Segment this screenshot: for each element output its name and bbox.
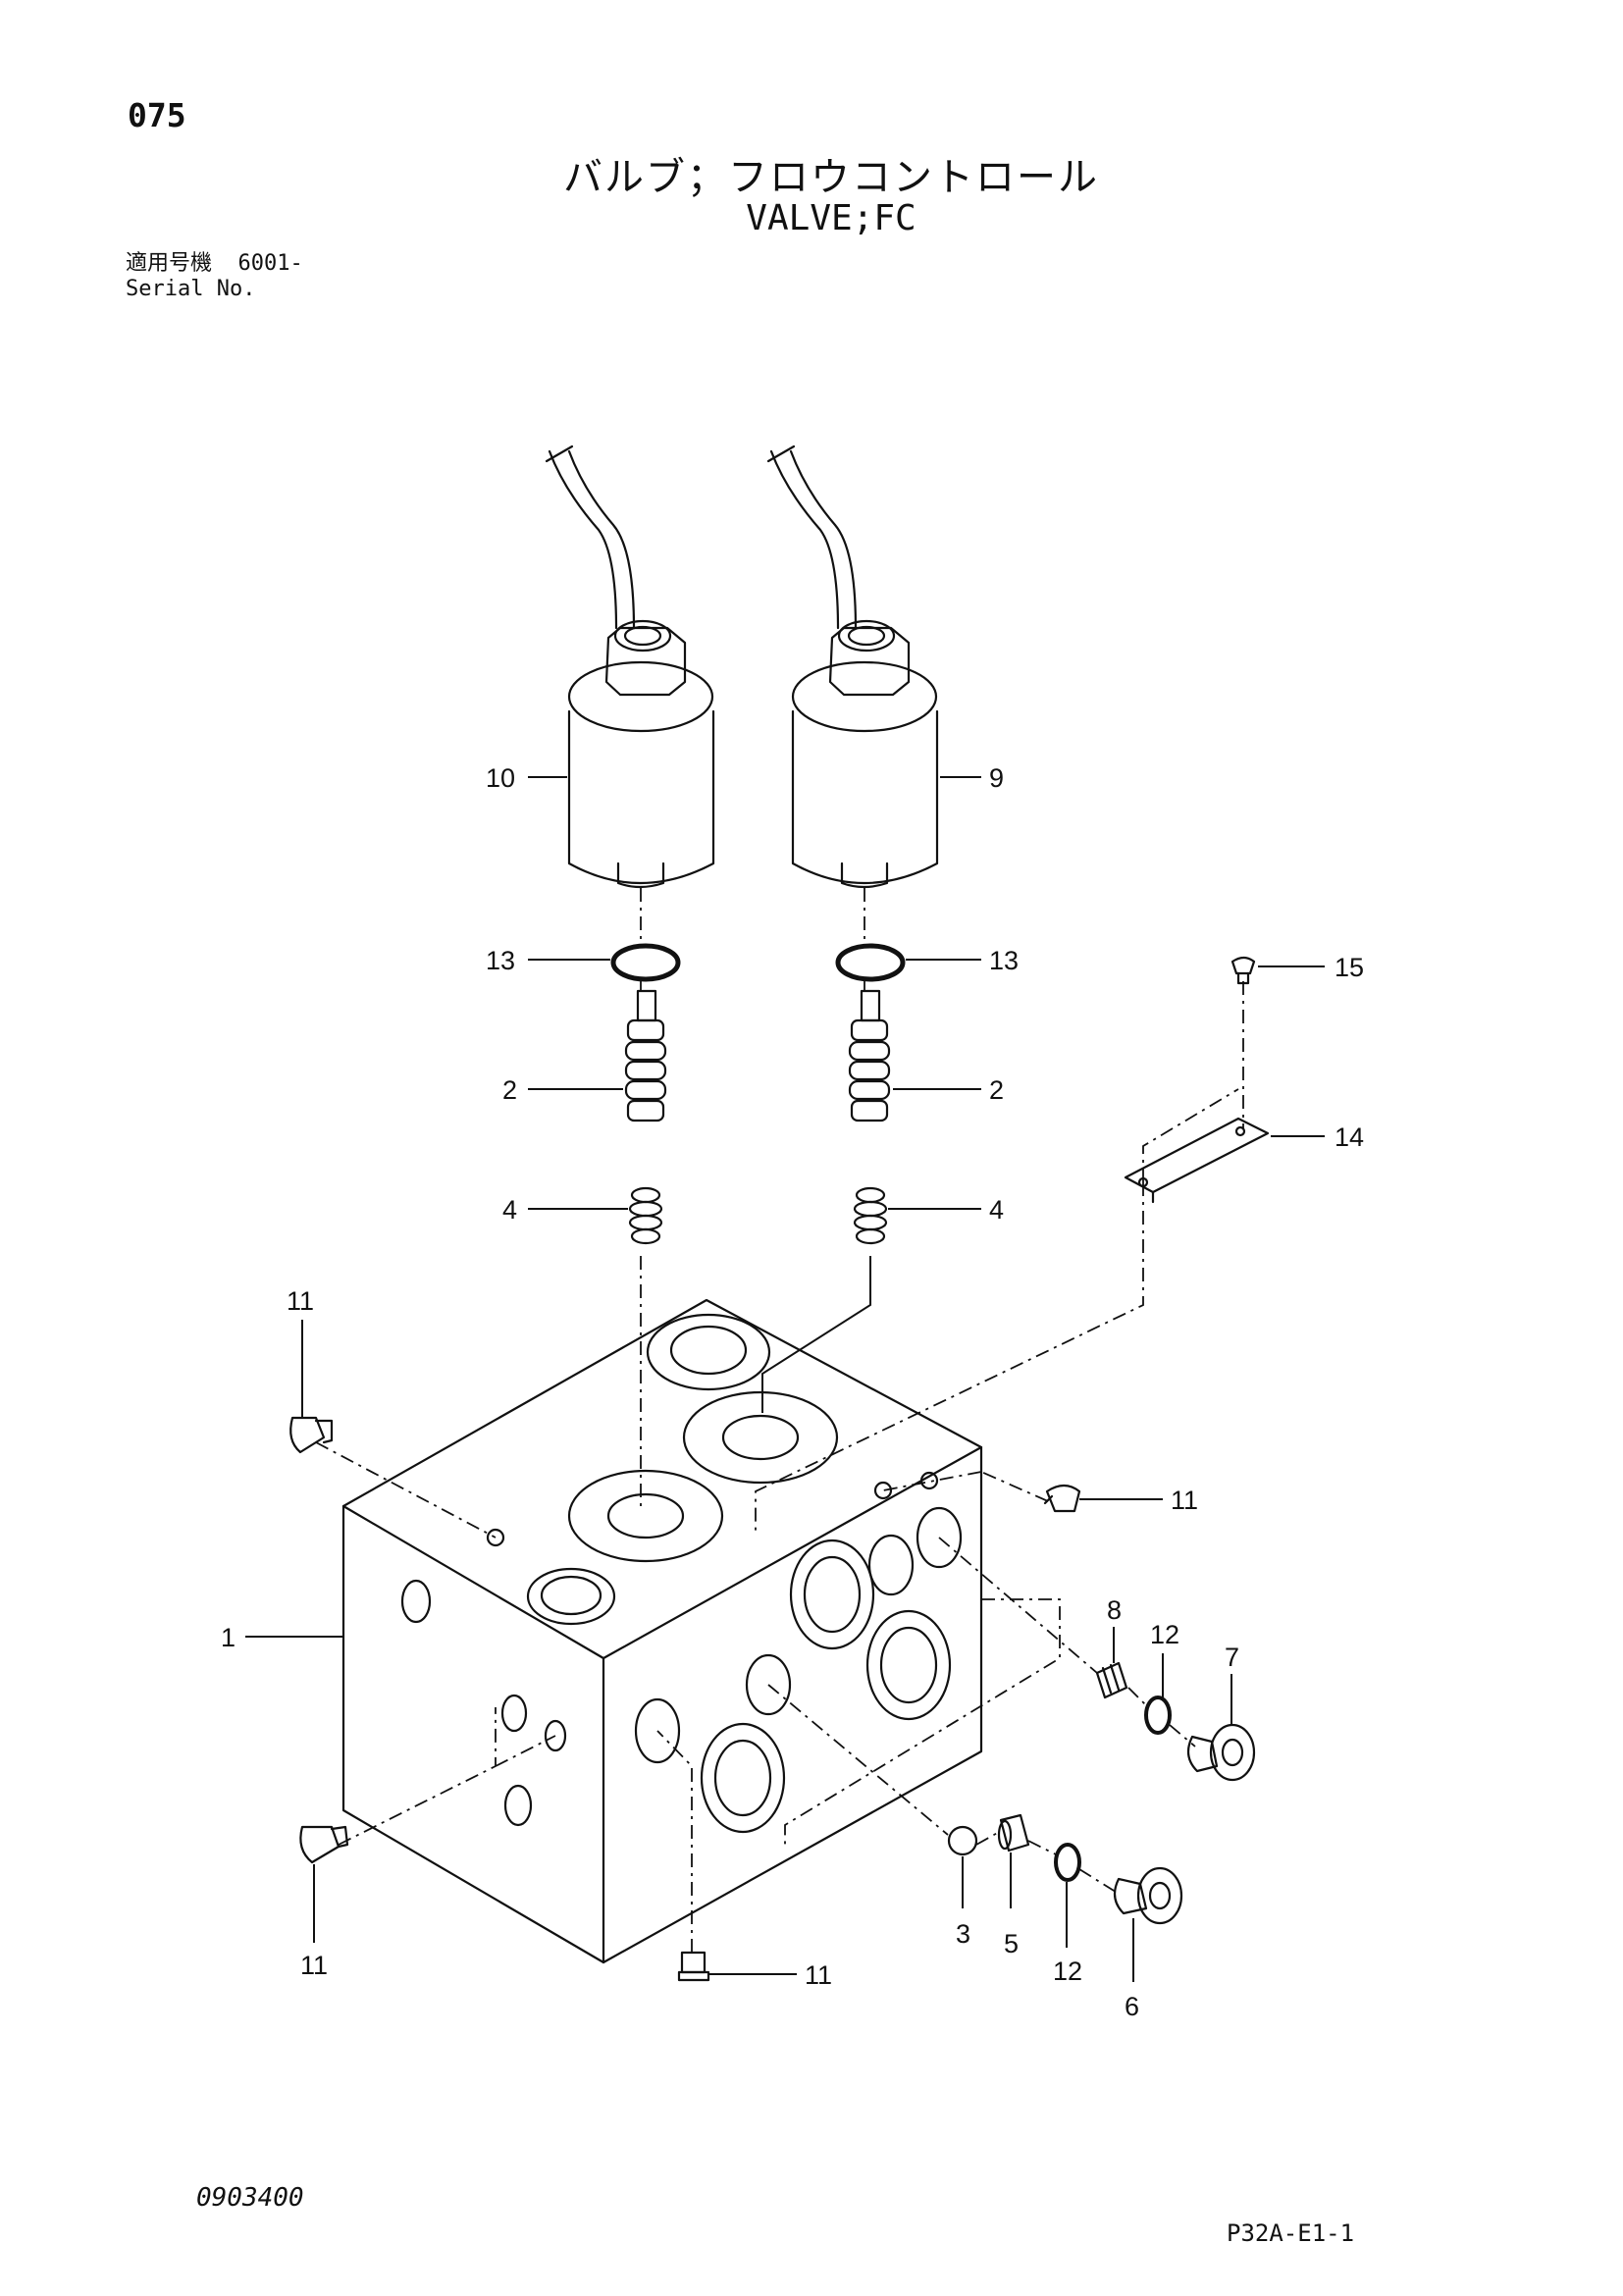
- plug-7: [1186, 1723, 1256, 1782]
- serial-label-jp: 適用号機: [126, 251, 213, 276]
- valve-block-1: [341, 1298, 983, 1964]
- callout-6: 6: [1125, 1992, 1139, 2021]
- spool-2-left: [624, 989, 667, 1122]
- screw-11-bottom-left: [299, 1825, 349, 1864]
- serial-label-en: Serial No.: [126, 277, 256, 301]
- callout-10: 10: [486, 763, 515, 793]
- ball-3: [947, 1825, 978, 1856]
- callout-11-bottom-left: 11: [300, 1951, 328, 1980]
- callout-12-lower: 12: [1053, 1957, 1082, 1986]
- callout-2-left: 2: [502, 1075, 517, 1105]
- part-8: [1095, 1661, 1128, 1699]
- callout-7: 7: [1225, 1643, 1239, 1672]
- callout-11-bottom: 11: [805, 1960, 832, 1990]
- serial-block: 適用号機 6001- Serial No.: [126, 251, 303, 302]
- callout-13-left: 13: [486, 946, 515, 975]
- callout-13-right: 13: [989, 946, 1019, 975]
- screw-11-right: [1043, 1484, 1081, 1513]
- callout-15: 15: [1335, 953, 1364, 982]
- page-number: 075: [128, 96, 186, 134]
- solenoid-9: [766, 444, 939, 889]
- spring-4-left: [628, 1186, 663, 1245]
- callout-3: 3: [956, 1919, 970, 1949]
- part-5: [997, 1813, 1030, 1852]
- callout-14: 14: [1335, 1122, 1364, 1152]
- o-ring-13-left: [610, 943, 681, 982]
- o-ring-12-upper: [1144, 1696, 1172, 1735]
- footer-reference: P32A-E1-1: [1227, 2219, 1355, 2247]
- spring-4-right: [853, 1186, 888, 1245]
- callout-4-left: 4: [502, 1195, 517, 1225]
- callout-8: 8: [1107, 1595, 1122, 1625]
- callout-1: 1: [221, 1623, 236, 1652]
- callout-9: 9: [989, 763, 1004, 793]
- plug-6: [1113, 1866, 1183, 1925]
- callout-11-right: 11: [1171, 1486, 1198, 1515]
- callout-5: 5: [1004, 1929, 1019, 1958]
- o-ring-12-lower: [1054, 1843, 1081, 1882]
- serial-value: 6001-: [237, 251, 303, 276]
- o-ring-13-right: [835, 943, 906, 982]
- title-english: VALVE;FC: [746, 198, 916, 238]
- screw-11-top-left: [289, 1416, 334, 1454]
- screw-11-bottom: [677, 1951, 710, 1982]
- callout-2-right: 2: [989, 1075, 1004, 1105]
- title-japanese: バルブ；フロウコントロール: [563, 155, 1099, 200]
- callout-11-top-left: 11: [287, 1286, 314, 1316]
- callout-12-upper: 12: [1150, 1620, 1179, 1649]
- spool-2-right: [848, 989, 891, 1122]
- footer-code: 0903400: [196, 2183, 304, 2213]
- callout-4-right: 4: [989, 1195, 1004, 1225]
- solenoid-10: [545, 444, 715, 889]
- bracket-14: [1124, 1117, 1270, 1204]
- bolt-15: [1230, 956, 1256, 985]
